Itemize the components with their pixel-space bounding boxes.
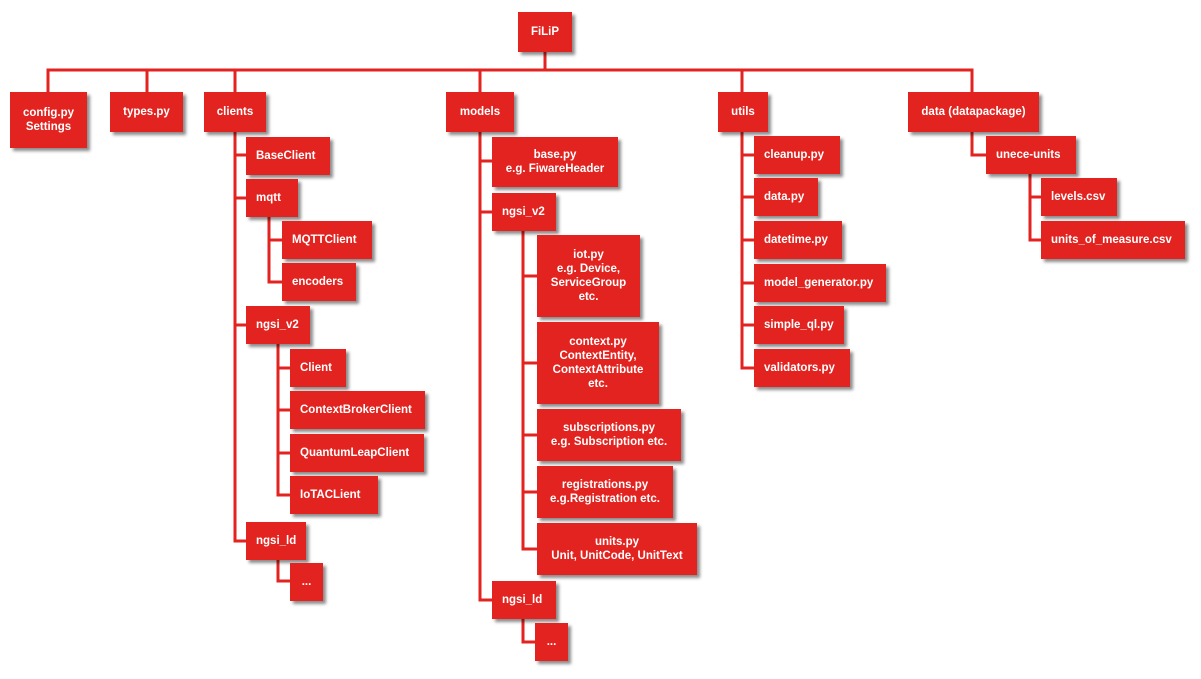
node-models-ellipsis-label: ...: [546, 636, 557, 648]
node-mqttclient-label: MQTTClient: [292, 234, 357, 246]
node-cleanup-py: cleanup.py: [754, 136, 840, 174]
node-units-py-label: units.py Unit, UnitCode, UnitText: [551, 536, 683, 562]
node-baseclient-label: BaseClient: [256, 150, 316, 162]
node-mqttclient: MQTTClient: [282, 221, 372, 259]
node-clients: clients: [204, 92, 266, 132]
node-client: Client: [290, 349, 346, 387]
node-validators-py: validators.py: [754, 349, 850, 387]
node-data-py-label: data.py: [764, 191, 805, 203]
node-contextbrokerclient: ContextBrokerClient: [290, 391, 425, 429]
node-models-label: models: [459, 106, 501, 118]
node-types-label: types.py: [123, 106, 170, 118]
node-units-of-measure-csv-label: units_of_measure.csv: [1051, 234, 1172, 246]
node-context-py-label: context.py ContextEntity, ContextAttribu…: [552, 336, 644, 390]
node-clients-mqtt-label: mqtt: [256, 192, 281, 204]
node-subscriptions-py: subscriptions.py e.g. Subscription etc.: [537, 409, 681, 461]
node-clients-ellipsis: ...: [290, 563, 323, 601]
node-simple-ql-py: simple_ql.py: [754, 306, 844, 344]
node-encoders-label: encoders: [292, 276, 344, 288]
node-iotaclient: IoTACLient: [290, 476, 378, 514]
node-registrations-py: registrations.py e.g.Registration etc.: [537, 466, 673, 518]
node-datetime-py: datetime.py: [754, 221, 842, 259]
node-filip-label: FiLiP: [530, 26, 560, 38]
node-levels-csv-label: levels.csv: [1051, 191, 1106, 203]
node-validators-py-label: validators.py: [764, 362, 835, 374]
node-levels-csv: levels.csv: [1041, 178, 1117, 216]
node-base-py: base.py e.g. FiwareHeader: [492, 137, 618, 187]
node-quantumleapclient-label: QuantumLeapClient: [300, 447, 410, 459]
node-models-ngsi-ld: ngsi_ld: [492, 581, 556, 619]
node-client-label: Client: [300, 362, 332, 374]
node-models-ngsi-v2-label: ngsi_v2: [502, 206, 545, 218]
node-model-generator-py-label: model_generator.py: [764, 277, 874, 289]
node-iot-py: iot.py e.g. Device, ServiceGroup etc.: [537, 235, 640, 317]
node-unece-units-label: unece-units: [996, 149, 1061, 161]
node-quantumleapclient: QuantumLeapClient: [290, 434, 424, 472]
node-models-ngsi-ld-label: ngsi_ld: [502, 594, 543, 606]
node-models-ngsi-v2: ngsi_v2: [492, 193, 556, 231]
node-simple-ql-py-label: simple_ql.py: [764, 319, 834, 331]
node-data: data (datapackage): [908, 92, 1039, 132]
node-config-label: config.py Settings: [22, 107, 75, 133]
node-clients-ngsi-v2: ngsi_v2: [246, 306, 310, 344]
node-base-py-label: base.py e.g. FiwareHeader: [505, 149, 605, 175]
node-clients-ngsi-ld-label: ngsi_ld: [256, 535, 297, 547]
node-utils: utils: [718, 92, 768, 132]
node-baseclient: BaseClient: [246, 137, 330, 175]
node-cleanup-py-label: cleanup.py: [764, 149, 825, 161]
node-datetime-py-label: datetime.py: [764, 234, 828, 246]
node-clients-ellipsis-label: ...: [301, 576, 312, 588]
node-models-ellipsis: ...: [535, 623, 568, 661]
node-unece-units: unece-units: [986, 136, 1076, 174]
node-clients-ngsi-ld: ngsi_ld: [246, 522, 306, 560]
node-iot-py-label: iot.py e.g. Device, ServiceGroup etc.: [550, 249, 627, 303]
node-types: types.py: [110, 92, 183, 132]
node-registrations-py-label: registrations.py e.g.Registration etc.: [550, 479, 660, 505]
node-iotaclient-label: IoTACLient: [300, 489, 361, 501]
node-subscriptions-py-label: subscriptions.py e.g. Subscription etc.: [550, 422, 668, 448]
node-config: config.py Settings: [10, 92, 87, 148]
node-contextbrokerclient-label: ContextBrokerClient: [300, 404, 412, 416]
node-encoders: encoders: [282, 263, 356, 301]
node-data-label: data (datapackage): [921, 106, 1026, 118]
node-clients-label: clients: [216, 106, 254, 118]
node-clients-mqtt: mqtt: [246, 179, 298, 217]
node-clients-ngsi-v2-label: ngsi_v2: [256, 319, 299, 331]
node-units-py: units.py Unit, UnitCode, UnitText: [537, 523, 697, 575]
node-data-py: data.py: [754, 178, 818, 216]
node-models: models: [446, 92, 514, 132]
node-filip: FiLiP: [518, 12, 572, 52]
node-context-py: context.py ContextEntity, ContextAttribu…: [537, 322, 659, 404]
node-model-generator-py: model_generator.py: [754, 264, 886, 302]
node-units-of-measure-csv: units_of_measure.csv: [1041, 221, 1185, 259]
node-utils-label: utils: [731, 106, 755, 118]
